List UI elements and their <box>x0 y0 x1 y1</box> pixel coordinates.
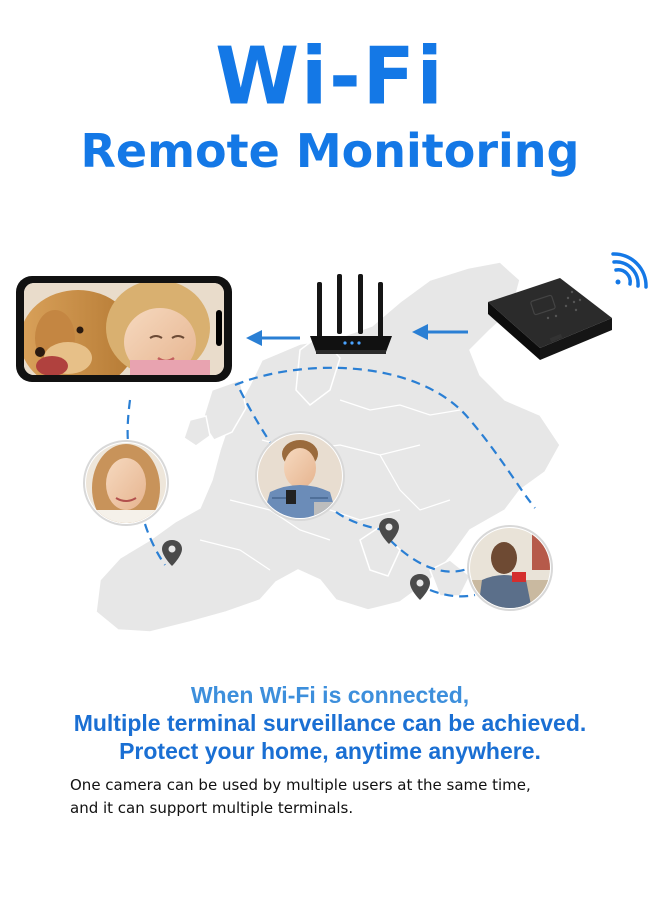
location-pin-icon <box>162 540 182 566</box>
monitoring-illustration <box>16 252 648 633</box>
caption-line-2: Multiple terminal surveillance can be ac… <box>73 710 587 736</box>
description-line-1: One camera can be used by multiple users… <box>70 776 531 794</box>
caption-line-1: When Wi-Fi is connected, <box>190 682 470 708</box>
smartphone <box>16 276 232 382</box>
page-subtitle: Remote Monitoring <box>80 124 580 178</box>
user-avatar-woman <box>83 440 169 526</box>
location-pin-icon <box>379 518 399 544</box>
wifi-signal-icon <box>611 252 648 289</box>
page-title: Wi-Fi <box>215 28 445 123</box>
location-pin-icon <box>410 574 430 600</box>
router <box>310 274 392 354</box>
caption-line-3: Protect your home, anytime anywhere. <box>119 738 541 764</box>
user-avatar-sofa <box>467 525 553 611</box>
description-line-2: and it can support multiple terminals. <box>70 799 354 817</box>
camera-device <box>488 278 612 360</box>
arrow-router-to-phone <box>246 330 300 346</box>
arrow-camera-to-router <box>412 324 468 340</box>
user-avatar-man <box>255 431 345 521</box>
